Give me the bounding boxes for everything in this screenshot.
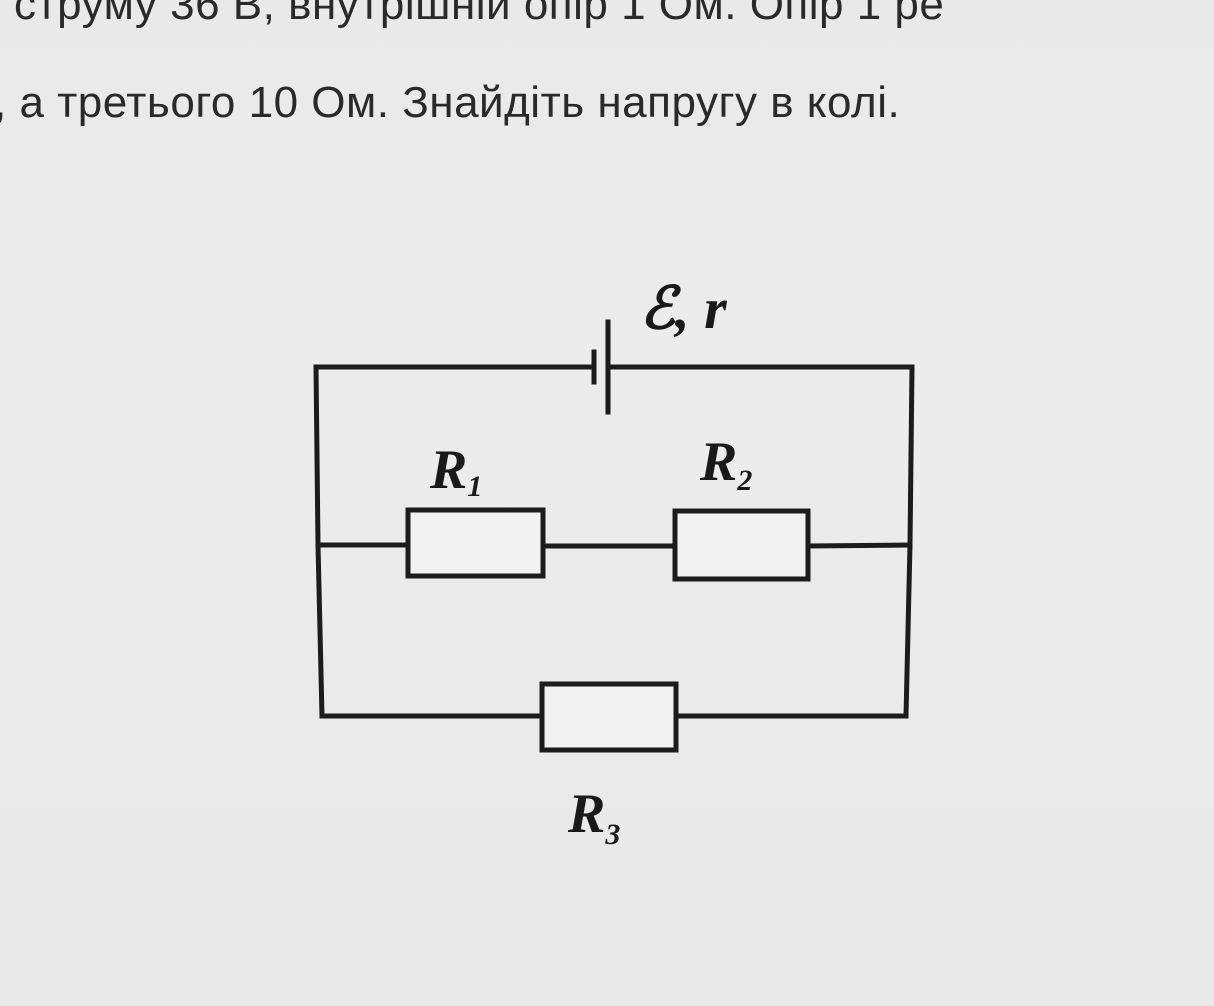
- right-wire: [903, 364, 915, 719]
- problem-text: струму 36 В, внутрішній опір 1 Ом. Опір …: [0, 0, 1214, 160]
- resistor-r1: [405, 507, 546, 579]
- r1-label: R1: [429, 439, 482, 503]
- left-wire: [313, 364, 325, 719]
- battery-symbol: [591, 319, 611, 415]
- r1-label-name: R: [429, 439, 467, 501]
- resistor-r2: [672, 508, 811, 582]
- r3-label-name: R: [567, 783, 605, 845]
- r2-label-sub: 2: [736, 464, 752, 497]
- problem-text-line-2: , а третього 10 Ом. Знайдіть напругу в к…: [0, 78, 901, 127]
- battery-label: ℰ, r: [640, 276, 727, 341]
- r2-label-name: R: [699, 431, 737, 493]
- r3-label-sub: 3: [604, 818, 620, 851]
- r1-label-sub: 1: [467, 470, 482, 503]
- middle-wire-right: [805, 542, 913, 549]
- r3-label: R3: [567, 783, 620, 851]
- r2-label: R2: [699, 431, 752, 497]
- problem-text-line-1: струму 36 В, внутрішній опір 1 Ом. Опір …: [14, 0, 945, 29]
- resistor-r3: [539, 681, 679, 753]
